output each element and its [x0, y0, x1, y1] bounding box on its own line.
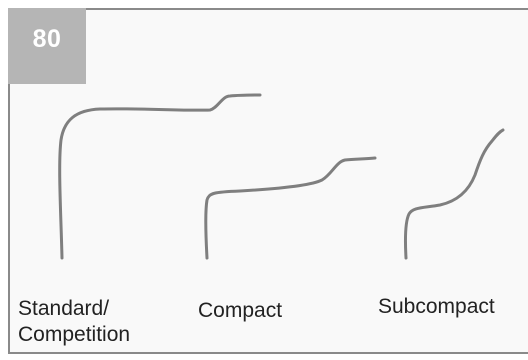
standard-caption-line1: Standard/ [18, 297, 110, 320]
compact-profile-curve [204, 156, 377, 260]
figure-number-badge: 80 [8, 8, 86, 84]
standard-profile-curve [58, 93, 262, 260]
subcompact-caption: Subcompact [378, 295, 495, 318]
standard-competition-caption: Standard/ Competition [18, 296, 130, 348]
compact-caption: Compact [198, 299, 283, 322]
subcompact-profile-curve [403, 128, 505, 260]
figure-frame [8, 8, 528, 354]
standard-caption-line2: Competition [18, 323, 131, 346]
